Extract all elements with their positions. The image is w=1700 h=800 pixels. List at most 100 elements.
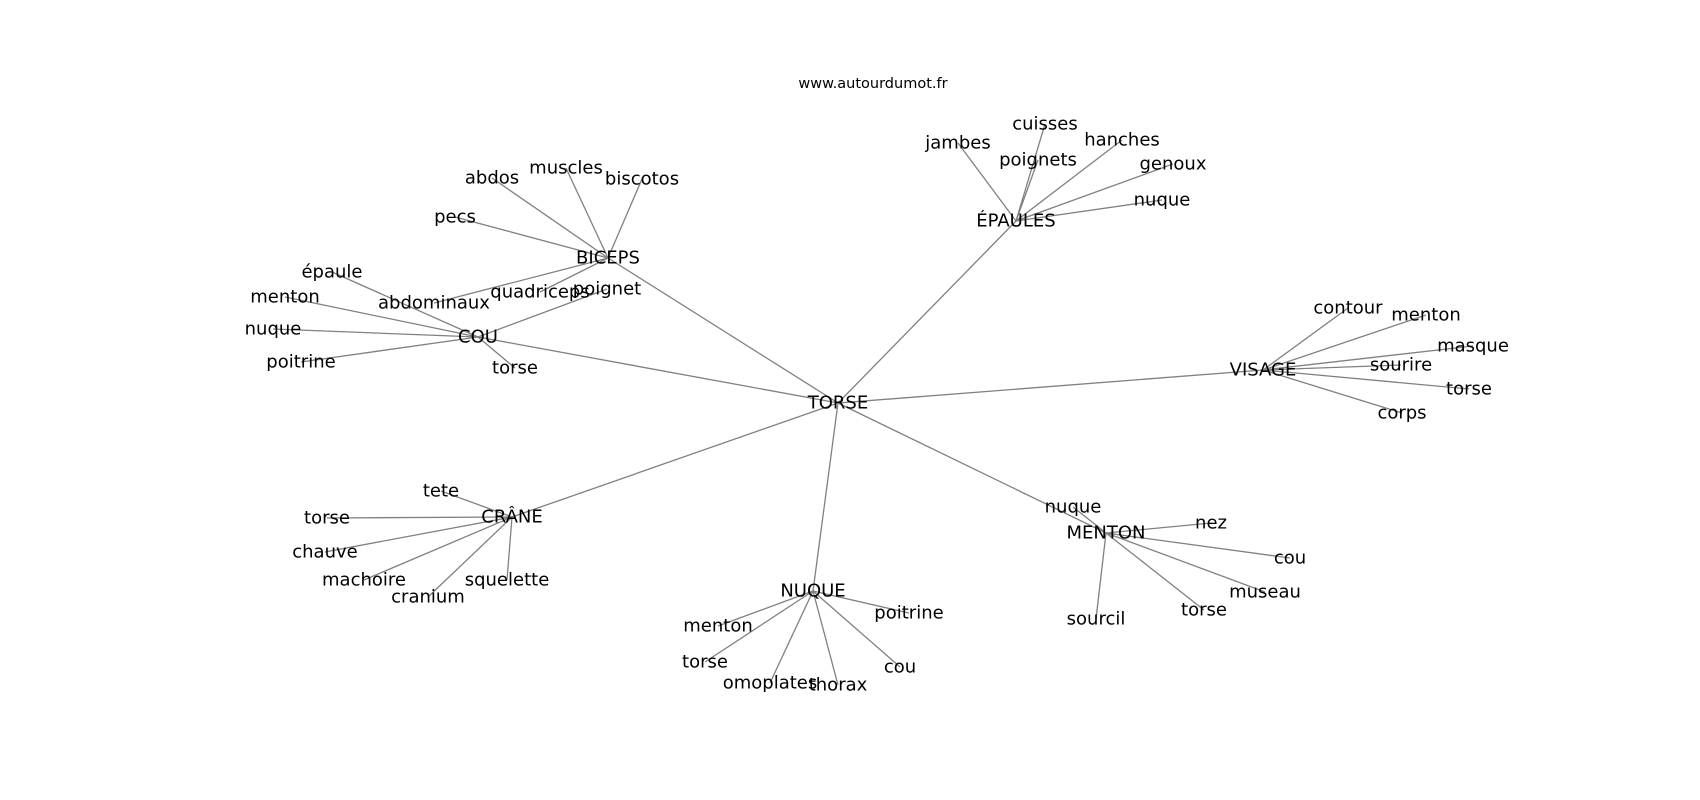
edge-crane-4	[427, 516, 513, 598]
leaf-node-epaules-5: nuque	[1134, 190, 1191, 211]
leaf-node-nuque-3: omoplates	[723, 673, 818, 694]
edge-nuque-0	[717, 590, 814, 627]
hub-node-menton: MENTON	[1067, 523, 1146, 544]
leaf-node-nuque-1: poitrine	[874, 603, 943, 624]
leaf-node-visage-1: menton	[1391, 305, 1461, 326]
center-node-label: TORSE	[807, 393, 868, 414]
leaf-node-crane-0: tete	[423, 481, 459, 502]
edge-crane-0	[440, 490, 513, 518]
leaf-node-biceps-1: muscles	[529, 158, 603, 179]
edge-epaules-5	[1015, 199, 1163, 222]
leaf-node-nuque-4: thorax	[809, 675, 868, 696]
hub-node-visage: VISAGE	[1230, 360, 1297, 381]
leaf-node-biceps-0: abdos	[465, 168, 519, 189]
edge-biceps-2	[607, 178, 643, 259]
edge-center-biceps	[607, 257, 839, 404]
leaf-node-epaules-4: genoux	[1140, 154, 1207, 175]
edge-visage-0	[1262, 307, 1349, 371]
edge-center-cou	[477, 336, 839, 404]
edge-nuque-1	[812, 590, 910, 614]
edge-center-crane	[511, 402, 839, 518]
leaf-node-cou-4: torse	[492, 358, 538, 379]
leaf-node-crane-2: chauve	[292, 542, 357, 563]
leaf-node-visage-4: torse	[1446, 379, 1492, 400]
leaf-node-visage-5: corps	[1377, 403, 1426, 424]
edge-nuque-2	[704, 590, 814, 663]
leaf-node-menton-2: cou	[1274, 548, 1306, 569]
edge-cou-3	[300, 336, 479, 363]
edge-menton-3	[1105, 532, 1266, 593]
leaf-node-crane-5: squelette	[465, 570, 550, 591]
edge-center-menton	[837, 402, 1107, 534]
hub-node-biceps: BICEPS	[576, 248, 640, 269]
leaf-node-biceps-4: abdominaux	[378, 293, 490, 314]
leaf-node-epaules-2: hanches	[1084, 130, 1160, 151]
hub-node-crane: CRÂNE	[481, 506, 543, 528]
leaf-node-epaules-0: jambes	[924, 133, 990, 154]
leaf-node-menton-4: torse	[1181, 600, 1227, 621]
leaf-node-cou-1: menton	[250, 287, 320, 308]
edge-center-epaules	[837, 220, 1017, 404]
edge-cou-2	[272, 328, 479, 338]
edge-epaules-1	[1015, 123, 1046, 222]
hub-node-cou: COU	[458, 327, 498, 348]
edge-biceps-0	[491, 177, 609, 259]
edge-crane-5	[506, 516, 513, 581]
leaf-node-epaules-3: poignets	[999, 150, 1077, 171]
leaf-node-epaules-1: cuisses	[1012, 114, 1078, 135]
edge-epaules-0	[957, 142, 1017, 222]
edge-menton-2	[1105, 532, 1291, 559]
edge-cou-4	[477, 336, 516, 369]
source-url: www.autourdumot.fr	[798, 76, 947, 92]
leaf-node-nuque-2: torse	[682, 652, 728, 673]
edge-menton-4	[1105, 532, 1205, 611]
edge-menton-0	[1072, 506, 1107, 534]
edge-nuque-4	[812, 590, 839, 686]
edge-epaules-3	[1015, 159, 1039, 222]
leaf-node-biceps-5: quadriceps	[490, 282, 589, 303]
edge-center-visage	[837, 369, 1264, 404]
leaf-node-crane-1: torse	[304, 508, 350, 529]
edge-epaules-4	[1015, 163, 1174, 222]
leaf-node-biceps-3: pecs	[434, 207, 476, 228]
leaf-node-crane-3: machoire	[322, 570, 406, 591]
leaf-node-visage-0: contour	[1313, 298, 1383, 319]
edge-visage-3	[1262, 364, 1402, 371]
edge-visage-2	[1262, 345, 1474, 371]
leaf-node-menton-3: museau	[1229, 582, 1301, 603]
leaf-node-nuque-0: menton	[683, 616, 753, 637]
leaf-node-menton-5: sourcil	[1067, 609, 1126, 630]
leaf-node-biceps-2: biscotos	[605, 169, 679, 190]
edge-nuque-3	[769, 590, 814, 684]
leaf-node-visage-2: masque	[1437, 336, 1509, 357]
edge-epaules-2	[1015, 139, 1123, 222]
edge-visage-1	[1262, 314, 1427, 371]
edge-biceps-5	[539, 257, 609, 293]
edge-biceps-4	[433, 257, 609, 304]
edge-cou-1	[284, 296, 479, 338]
hub-node-epaules: ÉPAULES	[976, 210, 1055, 232]
leaf-node-nuque-5: cou	[884, 657, 916, 678]
edges	[272, 123, 1474, 686]
edge-biceps-3	[454, 216, 609, 259]
edge-center-nuque	[812, 402, 839, 592]
edge-menton-5	[1095, 532, 1107, 620]
leaf-node-menton-0: nuque	[1045, 497, 1102, 518]
edge-nuque-5	[812, 590, 901, 668]
edge-cou-0	[331, 271, 479, 338]
edge-crane-2	[324, 516, 513, 553]
edge-visage-5	[1262, 369, 1403, 414]
leaf-node-cou-3: poitrine	[266, 352, 335, 373]
edge-crane-3	[363, 516, 513, 581]
leaf-node-cou-0: épaule	[301, 262, 362, 283]
edge-biceps-1	[565, 167, 609, 259]
leaf-node-visage-3: sourire	[1370, 355, 1432, 376]
leaf-node-menton-1: nez	[1195, 513, 1227, 534]
edge-cou-5	[477, 288, 608, 338]
edge-menton-1	[1105, 522, 1212, 534]
leaf-node-crane-4: cranium	[391, 587, 465, 608]
leaf-node-cou-2: nuque	[245, 319, 302, 340]
edge-crane-1	[326, 516, 513, 519]
